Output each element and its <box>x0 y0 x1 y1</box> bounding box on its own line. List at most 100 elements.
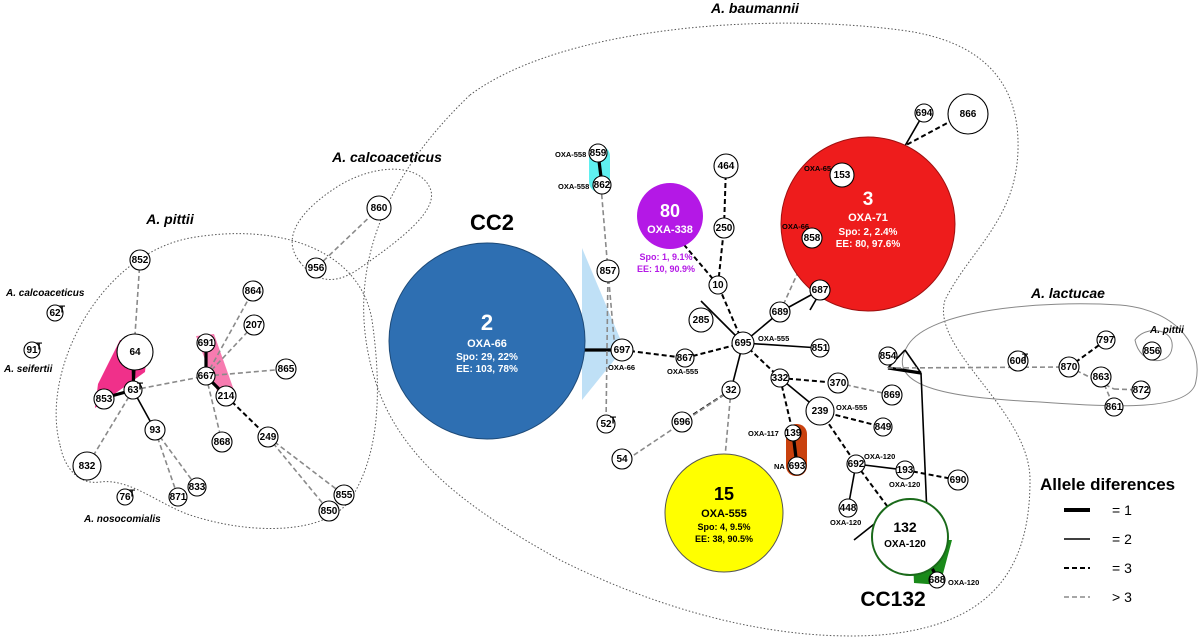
node-865-circle <box>275 358 297 380</box>
node-856-circle <box>1142 341 1162 361</box>
node-832-circle <box>72 451 102 481</box>
node-249-circle <box>257 426 279 448</box>
node-853-circle <box>93 388 115 410</box>
node-76-circle <box>116 488 134 506</box>
node-852-label: 852 <box>132 255 149 266</box>
node-10-circle <box>708 275 728 295</box>
node-692-label: 692 <box>848 459 865 470</box>
node-833-circle <box>187 477 207 497</box>
tag-oxa120a: OXA-120 <box>864 452 895 461</box>
node-139-label: 139 <box>785 428 802 439</box>
node-870-circle <box>1058 356 1080 378</box>
node-696-label: 696 <box>674 417 691 428</box>
node-687-circle <box>809 279 831 301</box>
node-861-circle <box>1104 397 1124 417</box>
tag-oxa558b: OXA-558 <box>558 182 589 191</box>
node-464-circle <box>713 153 739 179</box>
tag-oxa120c: OXA-120 <box>830 518 861 527</box>
node-872-label: 872 <box>1133 385 1150 396</box>
node-448-circle <box>838 498 858 518</box>
node-606-circle <box>1007 350 1029 372</box>
node-667-label: 667 <box>198 371 215 382</box>
node-62-superscript: T <box>59 305 65 316</box>
node-32-label: 32 <box>725 385 737 396</box>
st132-oxa: OXA-120 <box>884 539 926 550</box>
st132-node <box>871 498 949 576</box>
node-285-label: 285 <box>693 315 710 326</box>
legend-label-2: = 2 <box>1112 531 1132 547</box>
node-64-label: 64 <box>129 347 141 358</box>
node-872-circle <box>1131 380 1151 400</box>
st80-node <box>637 183 703 249</box>
node-76-label: 76 <box>119 492 131 503</box>
node-833-label: 833 <box>189 482 206 493</box>
node-464-label: 464 <box>718 161 735 172</box>
st3-id: 3 <box>863 189 874 210</box>
node-332-circle <box>770 368 790 388</box>
tag-oxa555a: OXA-555 <box>758 334 789 343</box>
legend-label-1: = 1 <box>1112 502 1132 518</box>
species-nosocomialis-label: A. nosocomialis <box>83 514 161 525</box>
node-863-label: 863 <box>1093 372 1110 383</box>
node-695-circle <box>731 331 755 355</box>
tag-oxa117: OXA-117 <box>748 429 779 438</box>
node-214-label: 214 <box>218 391 235 402</box>
node-854-label: 854 <box>880 351 897 362</box>
node-52-label: 52 <box>600 419 612 430</box>
st80-id: 80 <box>660 201 680 221</box>
node-797-label: 797 <box>1098 335 1115 346</box>
node-852-circle <box>129 249 151 271</box>
node-693-circle <box>787 456 807 476</box>
node-863-circle <box>1090 366 1112 388</box>
node-797-circle <box>1096 330 1116 350</box>
node-870-label: 870 <box>1061 362 1078 373</box>
node-689-label: 689 <box>772 307 789 318</box>
node-153-circle <box>829 162 855 188</box>
st2-spo: Spo: 29, 22% <box>456 352 518 363</box>
node-866-label: 866 <box>960 109 977 120</box>
node-851-label: 851 <box>812 343 829 354</box>
node-689-circle <box>769 301 791 323</box>
tag-na: NA <box>774 462 785 471</box>
node-860-circle <box>366 195 392 221</box>
node-52-superscript: T <box>610 416 616 427</box>
node-62-circle <box>46 304 64 322</box>
node-694-label: 694 <box>916 108 933 119</box>
node-687-label: 687 <box>812 285 829 296</box>
node-10-label: 10 <box>712 280 724 291</box>
node-63-circle <box>123 380 143 400</box>
node-606-label: 606 <box>1010 356 1027 367</box>
node-695-label: 695 <box>735 338 752 349</box>
node-864-circle <box>242 280 264 302</box>
cc132-label: CC132 <box>860 588 925 611</box>
lactucae-boundary <box>901 303 1198 407</box>
node-862-label: 862 <box>594 180 611 191</box>
node-332-label: 332 <box>772 373 789 384</box>
node-850-circle <box>318 500 340 522</box>
legend-lines: = 1= 2= 3> 3 <box>1064 502 1132 605</box>
node-956-circle <box>305 257 327 279</box>
cc2-cone <box>582 248 624 400</box>
tag-oxa120d: OXA-120 <box>948 578 979 587</box>
species-baumannii-label: A. baumannii <box>710 0 800 16</box>
node-694-circle <box>914 103 934 123</box>
tag-oxa555c: OXA-555 <box>836 403 867 412</box>
node-193-label: 193 <box>897 465 914 476</box>
node-54-circle <box>611 448 633 470</box>
node-285-circle <box>688 307 714 333</box>
tag-oxa558a: OXA-558 <box>555 150 586 159</box>
node-688-circle <box>928 571 946 589</box>
cc2-label: CC2 <box>470 210 514 235</box>
st80-ee: EE: 10, 90.9% <box>637 264 695 274</box>
node-91-circle <box>23 341 41 359</box>
tag-oxa65: OXA-65 <box>804 164 831 173</box>
node-93-label: 93 <box>149 425 161 436</box>
node-370-label: 370 <box>830 378 847 389</box>
node-690-circle <box>947 469 969 491</box>
st3-spo: Spo: 2, 2.4% <box>839 227 898 238</box>
st3-ee: EE: 80, 97.6% <box>836 239 901 250</box>
node-91-superscript: T <box>36 342 42 353</box>
node-851-circle <box>810 338 830 358</box>
